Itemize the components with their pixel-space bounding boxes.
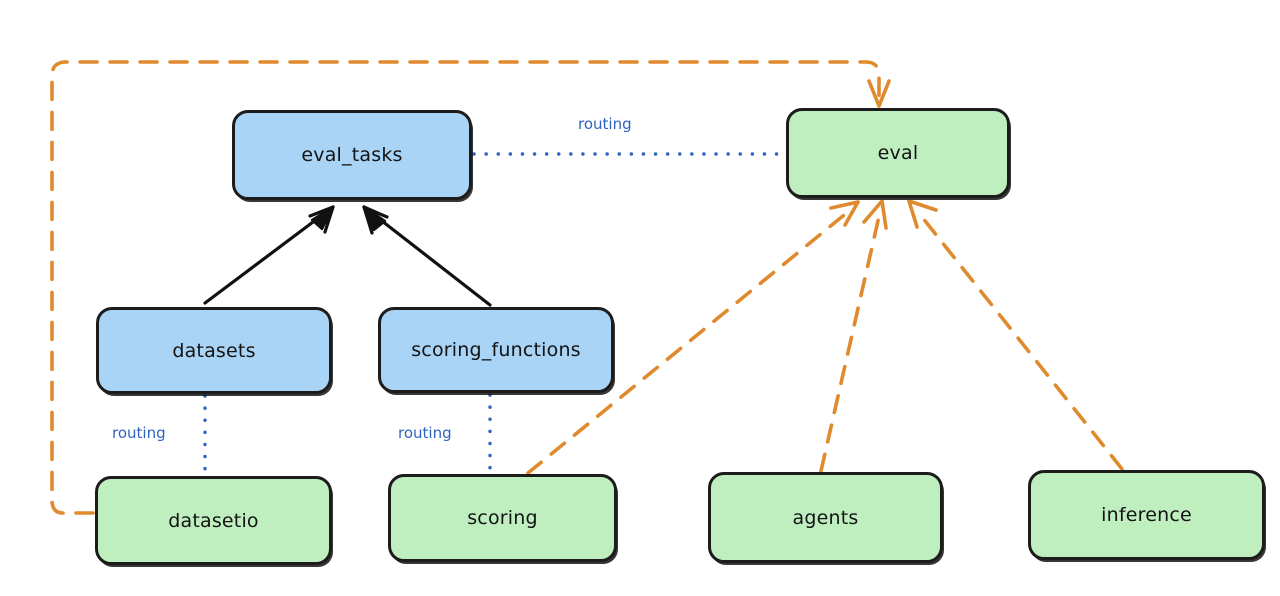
edge-agents-to-eval	[819, 199, 888, 473]
node-label: datasetio	[168, 509, 259, 532]
node-datasetio[interactable]: datasetio	[95, 476, 332, 565]
node-label: eval_tasks	[301, 144, 403, 166]
node-agents[interactable]: agents	[708, 472, 943, 563]
edge-inference-to-eval	[907, 199, 1124, 471]
node-label: agents	[792, 506, 859, 529]
node-label: datasets	[172, 339, 256, 362]
node-eval-tasks[interactable]: eval_tasks	[232, 110, 472, 200]
edge-label-routing-datasets: routing	[112, 424, 166, 442]
node-scoring[interactable]: scoring	[388, 474, 617, 562]
node-label: scoring_functions	[411, 339, 581, 361]
node-eval[interactable]: eval	[786, 108, 1010, 198]
edge-scoring-functions-to-eval-tasks	[362, 205, 492, 307]
node-inference[interactable]: inference	[1028, 470, 1265, 560]
node-label: inference	[1101, 504, 1192, 526]
edge-label-routing-scoring-functions: routing	[398, 424, 452, 442]
node-datasets[interactable]: datasets	[96, 307, 332, 394]
edge-datasets-to-eval-tasks	[203, 205, 335, 305]
edge-label-routing-eval-tasks: routing	[578, 115, 632, 133]
edge-datasetio-to-eval	[50, 60, 891, 515]
node-label: eval	[877, 142, 919, 164]
node-scoring-functions[interactable]: scoring_functions	[378, 307, 614, 393]
node-label: scoring	[467, 507, 538, 529]
edge-scoring-to-eval	[526, 200, 860, 475]
